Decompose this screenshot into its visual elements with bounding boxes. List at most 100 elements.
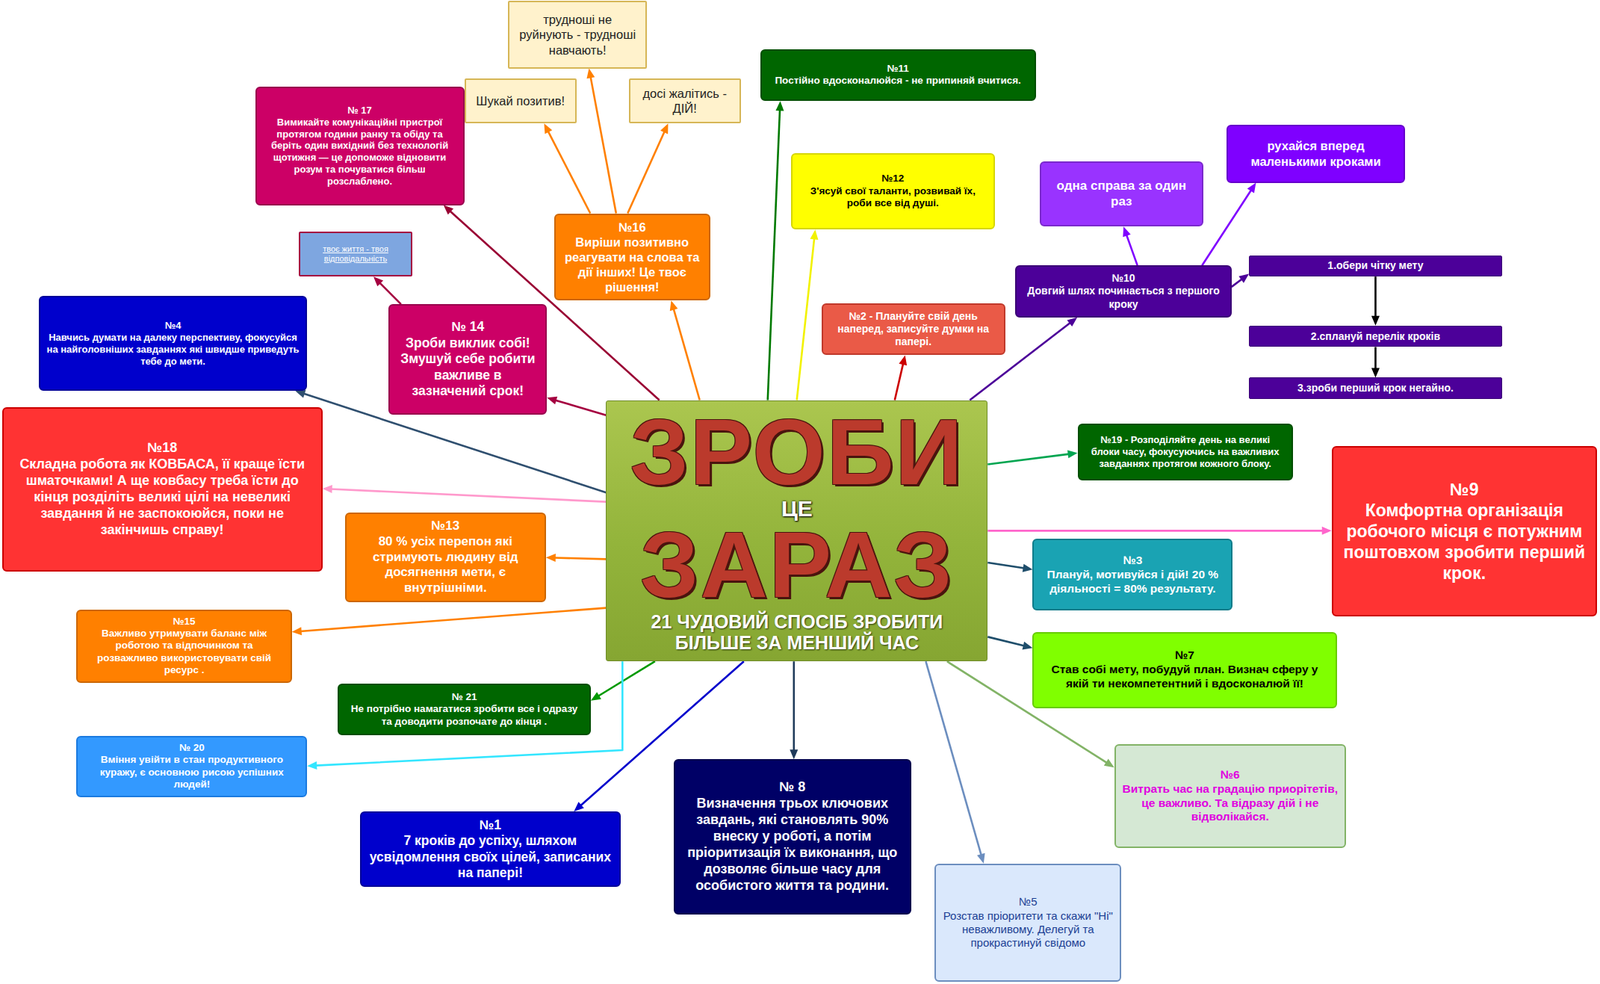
connector-line [1374, 276, 1377, 318]
idea-box: №12З'ясуй свої таланти, розвивай їх, роб… [791, 153, 995, 230]
arrowhead [573, 801, 584, 812]
idea-box: №15Важливо утримувати баланс між роботою… [76, 609, 292, 683]
tip-text: Не потрібно намагатися зробити все і одр… [345, 702, 584, 728]
connector-line [315, 661, 623, 765]
connector-line [1374, 346, 1377, 370]
arrowhead [1104, 758, 1115, 768]
tip-number: №15 [83, 615, 284, 628]
connector-line [547, 130, 591, 213]
tip-number: №9 [1339, 478, 1590, 500]
idea-box: №18Складна робота як КОВБАСА, її краще ї… [2, 407, 323, 572]
arrowhead [586, 68, 595, 80]
idea-box: № 8Визначення трьох ключових завдань, як… [673, 758, 912, 915]
tip-number: №13 [352, 518, 539, 535]
arrowhead [1122, 226, 1131, 237]
cover-title: 21 ЧУДОВИЙ СПОСІБ ЗРОБИТИ БІЛЬШЕ ЗА МЕНШ… [612, 611, 981, 653]
arrowhead [1247, 183, 1257, 194]
tip-number: №7 [1039, 648, 1329, 663]
connector-line [797, 237, 815, 400]
idea-box: №9Комфортна організація робочого місця є… [1331, 445, 1598, 617]
connector-line [330, 489, 607, 502]
tip-text: Довгий шлях починається з першого кроку [1022, 284, 1225, 310]
connector-line [597, 661, 656, 697]
tip-number: № 14 [395, 318, 540, 335]
tip-number: №1 [367, 817, 613, 833]
connector [292, 608, 607, 636]
tip-number: №5 [941, 894, 1114, 909]
arrowhead [322, 484, 333, 493]
tip-text: Складна робота як КОВБАСА, її краще їсти… [9, 456, 316, 539]
connector-line [1231, 278, 1243, 287]
arrowhead [1371, 367, 1380, 378]
idea-box: №4Навчись думати на далеку перспективу, … [38, 295, 308, 391]
idea-box: № 20Вміння увійти в стан продуктивного к… [76, 735, 308, 798]
arrowhead [590, 691, 602, 700]
arrowhead [1066, 317, 1078, 327]
arrowhead [789, 749, 798, 759]
tip-number: № 20 [83, 741, 300, 754]
cover-title: ЦЕ [612, 496, 981, 521]
arrowhead [543, 123, 553, 134]
tip-number: №16 [561, 219, 703, 235]
arrowhead [660, 123, 668, 134]
idea-box: №7Став собі мету, побудуй план. Визнач с… [1032, 631, 1337, 709]
tip-text: рухайся вперед маленькими кроками [1233, 138, 1398, 169]
connector-line [894, 363, 904, 400]
connector-line [987, 529, 1323, 532]
connector [987, 526, 1332, 535]
tip-number: №12 [798, 172, 988, 185]
tip-number: №3 [1039, 553, 1226, 568]
tip-text: Постійно вдосконалюйся - не припиняй вчи… [767, 74, 1029, 87]
connector-line [1201, 189, 1252, 266]
idea-box: №5Розстав пріоритети та скажи "Ні" неваж… [934, 863, 1122, 982]
tip-text: Визначення трьох ключових завдань, які с… [681, 795, 904, 895]
book-cover: ЗРОБИЦЕЗАРАЗ21 ЧУДОВИЙ СПОСІБ ЗРОБИТИ БІ… [605, 400, 988, 662]
tip-text: Став собі мету, побудуй план. Визнач сфе… [1039, 662, 1329, 691]
tip-number: №18 [9, 439, 316, 457]
connector-line [767, 109, 780, 400]
arrowhead [546, 553, 556, 562]
connector [586, 68, 616, 214]
arrowhead [292, 626, 302, 635]
idea-box: №17 кроків до успіху, шляхом усвідомленн… [360, 811, 620, 887]
connector [322, 484, 607, 502]
tip-text: трудноші не руйнують - трудноші навчають… [515, 11, 640, 57]
arrowhead [977, 853, 986, 864]
connector [1371, 276, 1380, 326]
connector-line [987, 562, 1025, 569]
arrowhead [810, 229, 819, 240]
tip-text: Комфортна організація робочого місця є п… [1339, 499, 1590, 584]
tip-text: Важливо утримувати баланс між роботою та… [83, 627, 284, 677]
tip-text: Шукай позитив! [472, 93, 570, 109]
connector [307, 661, 623, 770]
connector-line [673, 308, 700, 401]
cover-title: ЗАРАЗ [612, 520, 981, 610]
idea-box: рухайся вперед маленькими кроками [1226, 124, 1406, 184]
tip-text: 1.обери чітку мету [1255, 259, 1496, 272]
connector-line [627, 130, 665, 213]
idea-box: одна справа за один раз [1039, 161, 1204, 227]
tip-text: досі жалітись - ДІЙ! [636, 85, 734, 116]
connector-line [379, 282, 402, 305]
connector [373, 276, 402, 305]
connector [670, 300, 700, 400]
connector [987, 449, 1078, 464]
tip-note: досі жалітись - ДІЙ! [628, 78, 741, 124]
connector-line [987, 636, 1025, 646]
tip-text: Вміння увійти в стан продуктивного кураж… [83, 753, 300, 791]
connector [767, 100, 785, 400]
connector [894, 354, 907, 400]
arrowhead [670, 300, 679, 311]
tip-text: Плануй, мотивуйся і дій! 20 % діяльності… [1039, 567, 1226, 597]
idea-box: №2 - Плануйте свій день наперед, записуй… [821, 303, 1006, 356]
arrowhead [898, 354, 907, 366]
arrowhead [546, 396, 558, 405]
connector-line [925, 661, 981, 856]
arrowhead [1067, 449, 1078, 458]
arrowhead [307, 761, 317, 770]
idea-box: №6Витрать час на градацію приорітетів, ц… [1114, 743, 1347, 848]
connector-line [1126, 234, 1138, 266]
connector [797, 229, 819, 400]
idea-box: № 14Зроби виклик собі! Змушуй себе робит… [388, 304, 547, 415]
